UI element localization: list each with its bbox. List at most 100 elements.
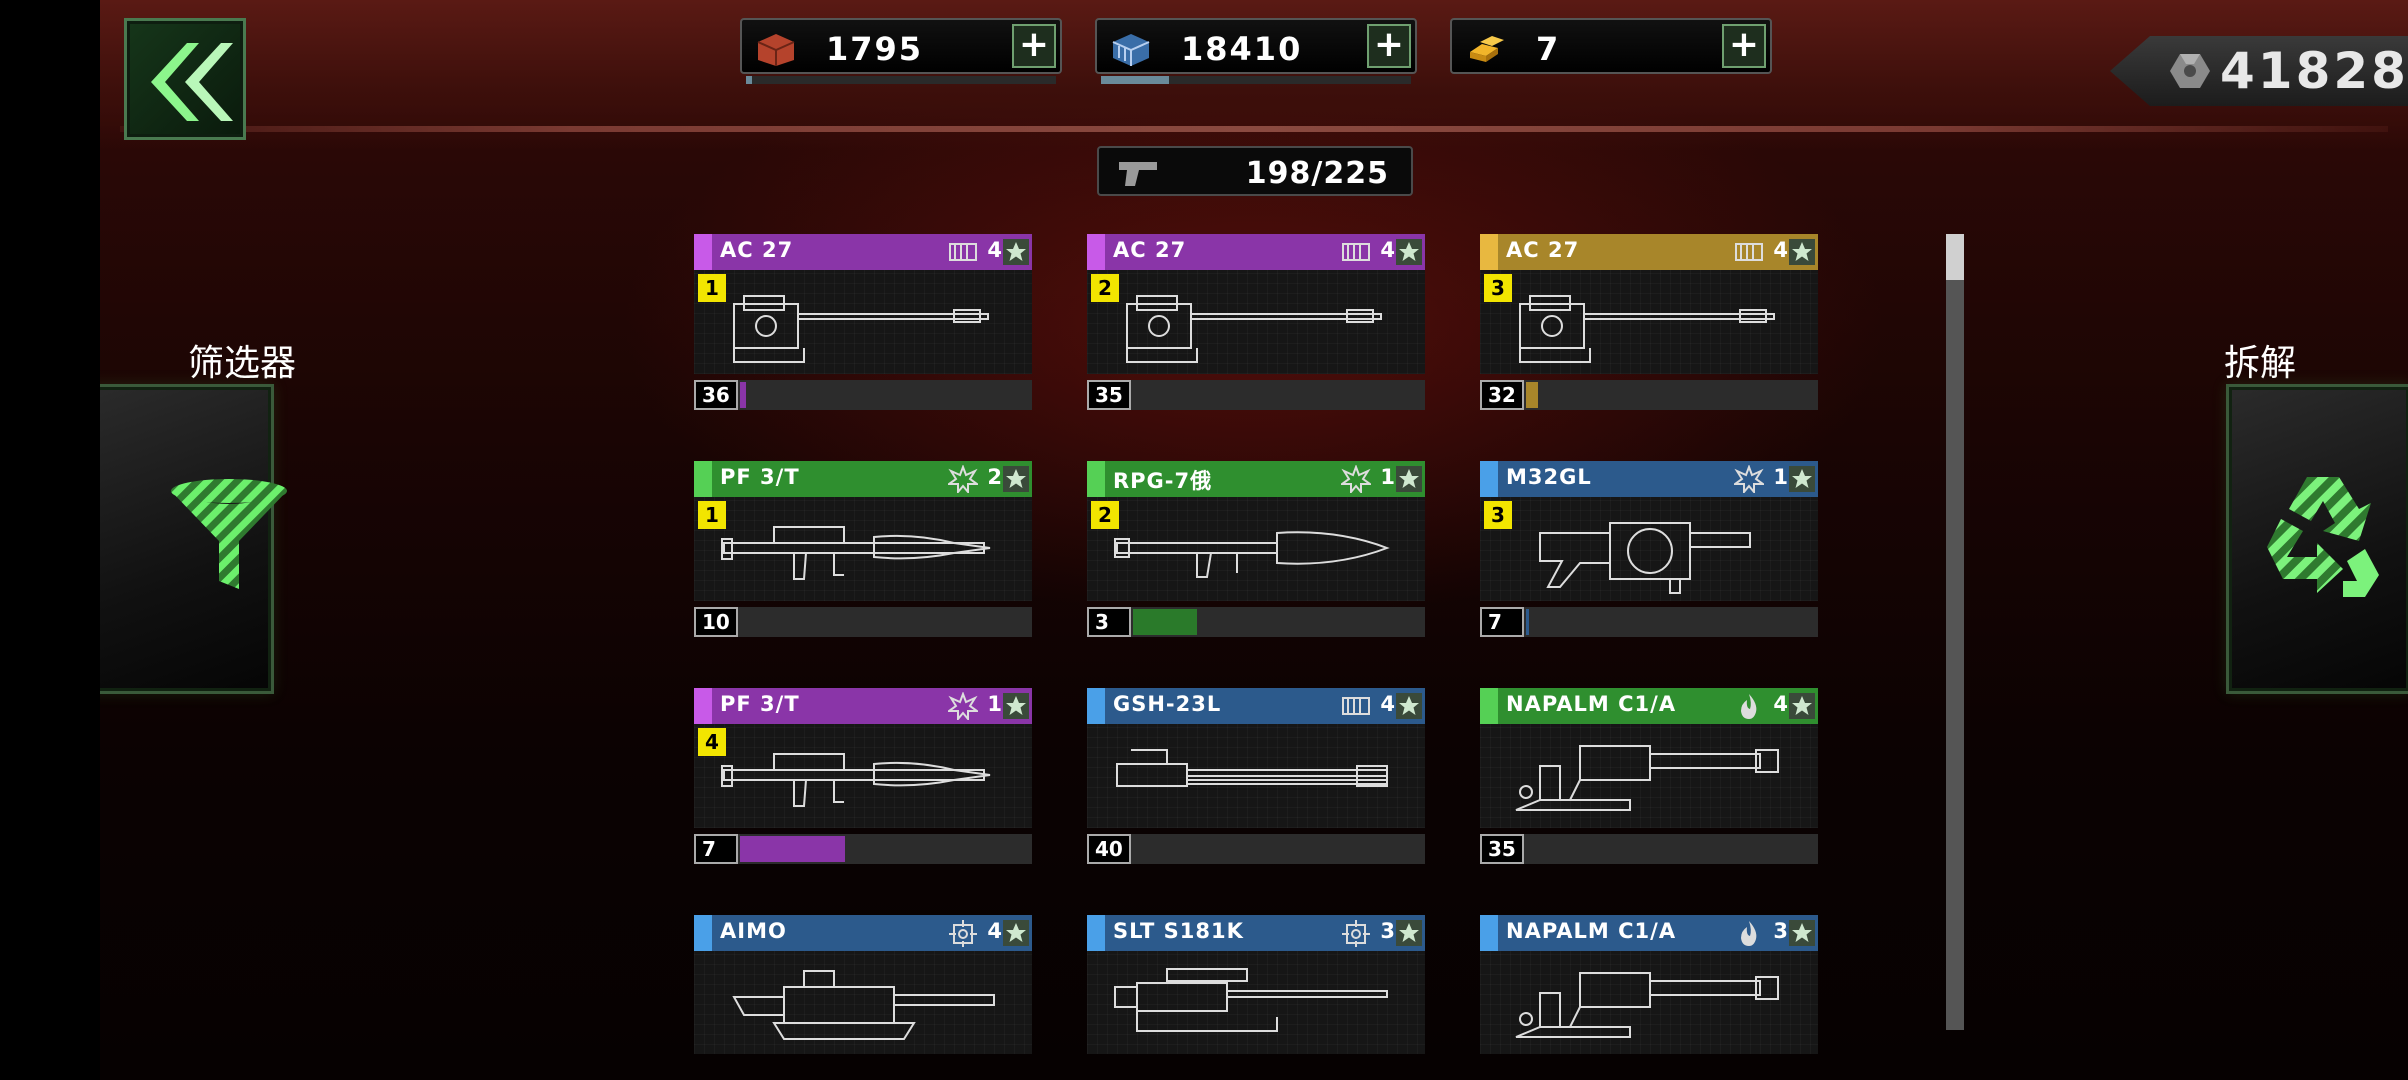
weapon-silhouette: [1126, 295, 1382, 363]
explosion-icon: [1341, 465, 1371, 493]
weapon-level: 4: [1773, 692, 1788, 716]
filter-label: 筛选器: [188, 343, 297, 384]
weapon-card[interactable]: NAPALM C1/A 4 35: [1480, 688, 1818, 864]
rank-badge: 1: [698, 274, 726, 302]
star-icon: [1396, 920, 1422, 950]
progress-fill: [1526, 382, 1538, 408]
weapon-header: AC 27 4: [1480, 234, 1818, 270]
weapon-card[interactable]: RPG-7俄 1 2 3: [1087, 461, 1425, 637]
rank-badge: 4: [698, 728, 726, 756]
weapon-card[interactable]: M32GL 1 3 7: [1480, 461, 1818, 637]
star-icon: [1789, 920, 1815, 950]
weapon-count: 36: [694, 380, 738, 410]
weapon-progress: 35: [1087, 380, 1425, 410]
ammo-belt-icon: [1735, 243, 1763, 261]
flame-icon: [1741, 694, 1757, 719]
weapon-card[interactable]: AC 27 4 1 36: [694, 234, 1032, 410]
weapon-level: 4: [987, 238, 1002, 262]
star-icon: [1003, 239, 1029, 269]
weapon-progress: 7: [694, 834, 1032, 864]
weapon-progress: 10: [694, 607, 1032, 637]
weapon-name: NAPALM C1/A: [1506, 919, 1677, 943]
explosion-icon: [948, 692, 978, 720]
weapon-silhouette: [733, 295, 989, 363]
hex-nut-icon: [2170, 54, 2210, 88]
add-gold-button[interactable]: +: [1722, 24, 1766, 68]
weapon-name: AC 27: [720, 238, 794, 262]
capacity-value: 198/225: [1245, 156, 1389, 191]
weapon-card[interactable]: AC 27 4 3 32: [1480, 234, 1818, 410]
crosshair-icon: [1342, 920, 1370, 947]
weapon-count: 35: [1087, 380, 1131, 410]
resource-ammo: 18410 +: [1095, 18, 1417, 84]
flame-icon: [1741, 921, 1757, 946]
weapon-image: [1480, 270, 1818, 374]
progress-fill: [740, 382, 746, 408]
star-icon: [1789, 239, 1815, 269]
weapon-image: [1087, 724, 1425, 828]
weapon-level: 2: [987, 465, 1002, 489]
weapon-header: SLT S181K 3: [1087, 915, 1425, 951]
weapon-header: NAPALM C1/A 3: [1480, 915, 1818, 951]
scrollbar[interactable]: [1946, 234, 1964, 1030]
weapon-level: 1: [1773, 465, 1788, 489]
weapon-name: PF 3/T: [720, 465, 800, 489]
rank-badge: 2: [1091, 274, 1119, 302]
resource-progress: [1101, 76, 1411, 84]
weapon-card[interactable]: PF 3/T 1 4 7: [694, 688, 1032, 864]
weapon-card[interactable]: NAPALM C1/A 3: [1480, 915, 1818, 1054]
weapon-card[interactable]: PF 3/T 2 1 10: [694, 461, 1032, 637]
rank-badge: 3: [1484, 501, 1512, 529]
weapon-progress: 32: [1480, 380, 1818, 410]
weapon-level: 4: [1773, 238, 1788, 262]
arsenal-screen: 1795 + 18410 + 7 + 41828: [100, 0, 2408, 1080]
resource-crates: 1795 +: [740, 18, 1062, 84]
screen-edge: [0, 0, 100, 1080]
ammo-belt-icon: [1342, 243, 1370, 261]
rank-badge: 3: [1484, 274, 1512, 302]
weapon-image: [694, 951, 1032, 1054]
weapon-silhouette: [1114, 968, 1388, 1032]
weapon-level: 3: [1773, 919, 1788, 943]
dismantle-button[interactable]: [2226, 384, 2408, 694]
crosshair-icon: [949, 920, 977, 947]
explosion-icon: [948, 465, 978, 493]
filter-button[interactable]: [100, 384, 287, 694]
weapon-card[interactable]: GSH-23L 4 40: [1087, 688, 1425, 864]
add-ammo-button[interactable]: +: [1367, 24, 1411, 68]
scrollbar-thumb[interactable]: [1946, 234, 1964, 280]
resource-value: 1795: [826, 30, 924, 68]
dismantle-label: 拆解: [2224, 343, 2297, 384]
weapon-name: RPG-7俄: [1113, 469, 1213, 493]
star-icon: [1789, 693, 1815, 723]
double-chevron-left-icon: [151, 43, 233, 121]
back-button[interactable]: [124, 18, 246, 140]
weapon-header: GSH-23L 4: [1087, 688, 1425, 724]
weapon-silhouette: [1114, 531, 1390, 578]
weapon-card[interactable]: SLT S181K 3: [1087, 915, 1425, 1054]
weapon-header: RPG-7俄 1: [1087, 461, 1425, 497]
weapon-name: SLT S181K: [1113, 919, 1244, 943]
weapon-card[interactable]: AIMO 4: [694, 915, 1032, 1054]
weapon-silhouette: [1515, 972, 1779, 1038]
star-icon: [1396, 466, 1422, 496]
weapon-count: 7: [694, 834, 738, 864]
weapon-image: [694, 270, 1032, 374]
add-crates-button[interactable]: +: [1012, 24, 1056, 68]
weapon-header: AC 27 4: [1087, 234, 1425, 270]
inventory-capacity: 198/225: [1097, 146, 1413, 196]
progress-fill: [1526, 609, 1529, 635]
funnel-icon: [171, 479, 287, 589]
weapon-header: NAPALM C1/A 4: [1480, 688, 1818, 724]
weapon-silhouette: [721, 753, 991, 807]
star-icon: [1789, 466, 1815, 496]
weapon-level: 1: [1380, 465, 1395, 489]
progress-fill: [1133, 609, 1198, 635]
rank-badge: 2: [1091, 501, 1119, 529]
crate-icon: [757, 34, 795, 66]
weapon-image: [1087, 951, 1425, 1054]
weapon-image: [1480, 497, 1818, 601]
weapon-name: M32GL: [1506, 465, 1592, 489]
weapon-card[interactable]: AC 27 4 2 35: [1087, 234, 1425, 410]
ammo-belt-icon: [949, 243, 977, 261]
